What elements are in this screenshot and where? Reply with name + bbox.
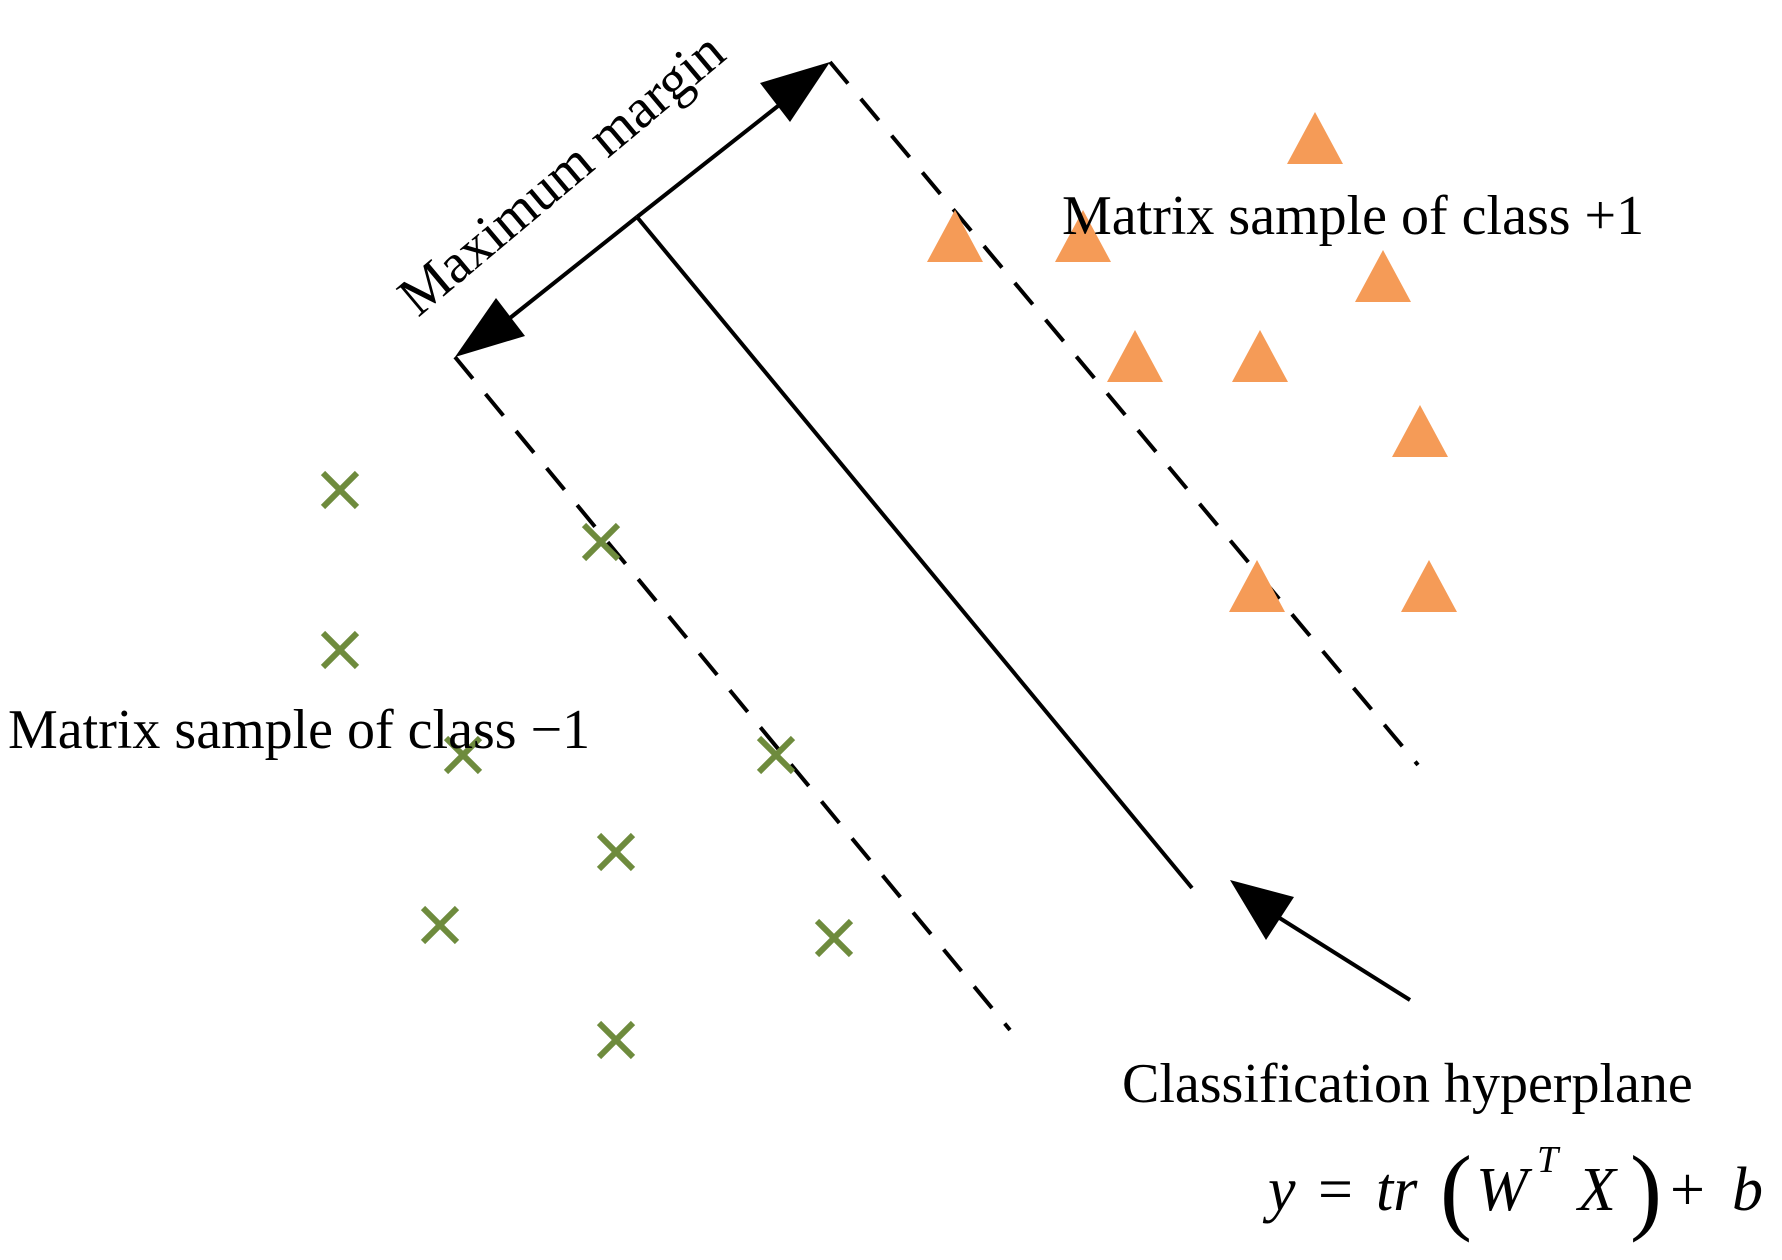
- margin-arrow: [455, 62, 830, 357]
- eq-open-paren: (: [1440, 1136, 1472, 1243]
- eq-plus: +: [1670, 1156, 1705, 1224]
- hyperplane-pointer-arrow: [1230, 880, 1412, 1002]
- negative-sample-cross: [420, 905, 460, 945]
- hyperplane-equation: y = tr ( W T X ) + b: [1262, 1136, 1763, 1243]
- positive-class-markers: [927, 112, 1457, 612]
- negative-sample-cross: [320, 630, 360, 670]
- hyperplane-line: [635, 215, 1194, 890]
- margin-arrowhead-down: [455, 298, 525, 357]
- positive-class-label: Matrix sample of class +1: [1062, 185, 1644, 247]
- hyperplane-label: Classification hyperplane: [1122, 1053, 1693, 1115]
- positive-sample-triangle: [1355, 250, 1411, 302]
- eq-W: W: [1476, 1156, 1533, 1224]
- positive-sample-triangle: [1392, 405, 1448, 457]
- negative-sample-cross: [596, 1020, 636, 1060]
- eq-y: y: [1262, 1156, 1296, 1224]
- negative-sample-cross: [596, 832, 636, 872]
- positive-margin-line: [828, 60, 1420, 767]
- eq-X: X: [1575, 1156, 1618, 1224]
- negative-class-label: Matrix sample of class −1: [8, 699, 590, 761]
- negative-sample-cross: [443, 735, 483, 775]
- eq-superscript: T: [1537, 1139, 1561, 1181]
- negative-margin-line: [453, 355, 1012, 1032]
- negative-sample-cross: [320, 470, 360, 510]
- positive-sample-triangle: [927, 210, 983, 262]
- positive-sample-triangle: [1107, 330, 1163, 382]
- positive-sample-triangle: [1055, 210, 1111, 262]
- positive-sample-triangle: [1287, 112, 1343, 164]
- negative-sample-cross: [756, 735, 796, 775]
- eq-close-paren: ): [1630, 1136, 1662, 1243]
- margin-arrowhead-up: [760, 62, 830, 122]
- maximum-margin-label: Maximum margin: [387, 20, 737, 328]
- negative-sample-cross: [814, 918, 854, 958]
- eq-b: b: [1732, 1156, 1763, 1224]
- positive-sample-triangle: [1401, 560, 1457, 612]
- eq-tr: tr: [1376, 1156, 1418, 1224]
- negative-class-markers: [320, 470, 854, 1060]
- positive-sample-triangle: [1229, 560, 1285, 612]
- negative-sample-cross: [581, 522, 621, 562]
- positive-sample-triangle: [1232, 330, 1288, 382]
- eq-equals: =: [1318, 1156, 1353, 1224]
